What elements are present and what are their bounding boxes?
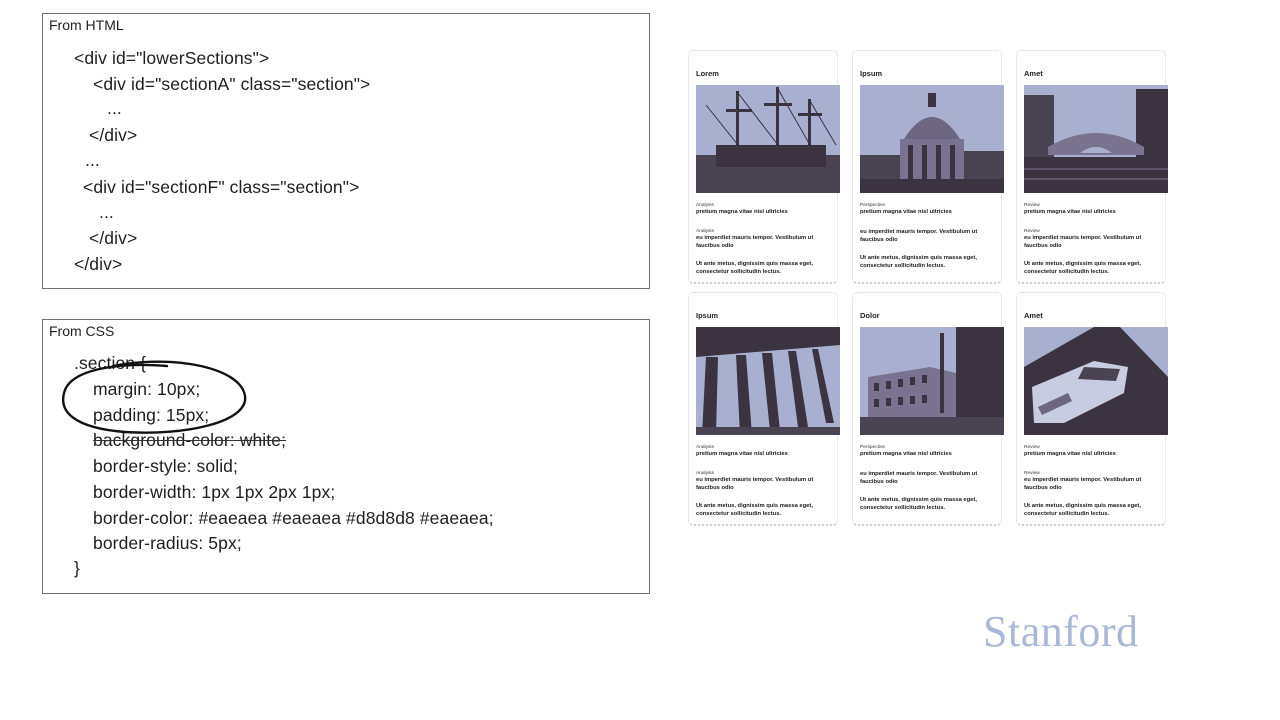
code-line: <div id="sectionA" class="section"> bbox=[93, 74, 371, 94]
card-headline: pretium magna vitae nisl ultricies bbox=[696, 209, 788, 215]
code-line: } bbox=[74, 558, 80, 578]
css-code-panel: From CSS .section { margin: 10px; paddin… bbox=[42, 319, 650, 594]
card-headline: Ut ante metus, dignissim quis massa eget… bbox=[696, 261, 813, 275]
card-headline: Ut ante metus, dignissim quis massa eget… bbox=[1024, 503, 1141, 517]
card-category: Review bbox=[1024, 203, 1040, 208]
html-panel-title: From HTML bbox=[49, 17, 124, 33]
rendered-sections-preview: Lorem Analysis pretium magna vitae nisl … bbox=[688, 46, 1174, 530]
card-headline: Ut ante metus, dignissim quis massa eget… bbox=[860, 497, 977, 511]
card-headline: Ut ante metus, dignissim quis massa eget… bbox=[1024, 261, 1141, 275]
card-headline: pretium magna vitae nisl ultricies bbox=[1024, 451, 1116, 457]
card-headline: pretium magna vitae nisl ultricies bbox=[1024, 209, 1116, 215]
columns-photo bbox=[696, 327, 840, 435]
section-card: Ipsum Analysis pretium magna vitae nisl … bbox=[688, 292, 840, 526]
card-title: Dolor bbox=[860, 311, 880, 320]
section-card: Dolor Perspective pretium magna vitae ni… bbox=[852, 292, 1004, 526]
card-headline: eu imperdiet mauris tempor. Vestibulum u… bbox=[696, 235, 814, 249]
card-category: Analysis bbox=[696, 471, 714, 476]
stanford-logo: Stanford bbox=[983, 607, 1139, 656]
ship-photo bbox=[696, 85, 840, 193]
code-line: border-style: solid; bbox=[93, 456, 238, 476]
code-line: ... bbox=[99, 202, 114, 222]
card-headline: eu imperdiet mauris tempor. Vestibulum u… bbox=[1024, 235, 1142, 249]
card-headline: Ut ante metus, dignissim quis massa eget… bbox=[696, 503, 813, 517]
card-title: Amet bbox=[1024, 311, 1043, 320]
code-line: ... bbox=[85, 150, 100, 170]
code-line: <div id="sectionF" class="section"> bbox=[83, 177, 360, 197]
card-headline: eu imperdiet mauris tempor. Vestibulum u… bbox=[1024, 477, 1142, 491]
card-title: Amet bbox=[1024, 69, 1043, 78]
card-headline: eu imperdiet mauris tempor. Vestibulum u… bbox=[696, 477, 814, 491]
section-card: Ipsum Perspective pretium magna vitae ni… bbox=[852, 50, 1004, 284]
card-category: Review bbox=[1024, 471, 1040, 476]
card-title: Ipsum bbox=[696, 311, 719, 320]
card-headline: eu imperdiet mauris tempor. Vestibulum u… bbox=[860, 471, 978, 485]
domed-church-photo bbox=[860, 85, 1004, 193]
colosseum-photo bbox=[860, 327, 1004, 435]
code-line: border-color: #eaeaea #eaeaea #d8d8d8 #e… bbox=[93, 508, 494, 528]
section-card: Amet Review pretium magna vitae nisl ult… bbox=[1016, 292, 1168, 526]
card-category: Analysis bbox=[696, 445, 714, 450]
code-line: </div> bbox=[74, 254, 123, 274]
card-headline: pretium magna vitae nisl ultricies bbox=[860, 451, 952, 457]
card-title: Lorem bbox=[696, 69, 719, 78]
code-line: ... bbox=[107, 98, 122, 118]
bridge-canal-photo bbox=[1024, 85, 1168, 193]
card-category: Perspective bbox=[860, 203, 886, 208]
card-category: Perspective bbox=[860, 445, 886, 450]
section-card: Amet Review pretium magna vitae nisl ult… bbox=[1016, 50, 1168, 284]
code-line: border-radius: 5px; bbox=[93, 533, 242, 553]
code-line: background-color: white; bbox=[93, 430, 287, 450]
card-category: Review bbox=[1024, 445, 1040, 450]
card-category: Review bbox=[1024, 229, 1040, 234]
html-code-panel: From HTML <div id="lowerSections"> <div … bbox=[42, 13, 650, 289]
code-line: border-width: 1px 1px 2px 1px; bbox=[93, 482, 336, 502]
code-line: <div id="lowerSections"> bbox=[74, 48, 270, 68]
card-headline: pretium magna vitae nisl ultricies bbox=[860, 209, 952, 215]
code-line: padding: 15px; bbox=[93, 405, 210, 425]
card-headline: eu imperdiet mauris tempor. Vestibulum u… bbox=[860, 229, 978, 243]
section-card: Lorem Analysis pretium magna vitae nisl … bbox=[688, 50, 840, 284]
card-category: Analysis bbox=[696, 229, 714, 234]
code-line: </div> bbox=[89, 125, 138, 145]
code-line: margin: 10px; bbox=[93, 379, 201, 399]
code-line: </div> bbox=[89, 228, 138, 248]
card-headline: pretium magna vitae nisl ultricies bbox=[696, 451, 788, 457]
card-category: Analysis bbox=[696, 203, 714, 208]
card-headline: Ut ante metus, dignissim quis massa eget… bbox=[860, 255, 977, 269]
code-line: .section { bbox=[74, 353, 147, 373]
card-title: Ipsum bbox=[860, 69, 883, 78]
train-photo bbox=[1024, 327, 1168, 435]
css-panel-title: From CSS bbox=[49, 323, 115, 339]
